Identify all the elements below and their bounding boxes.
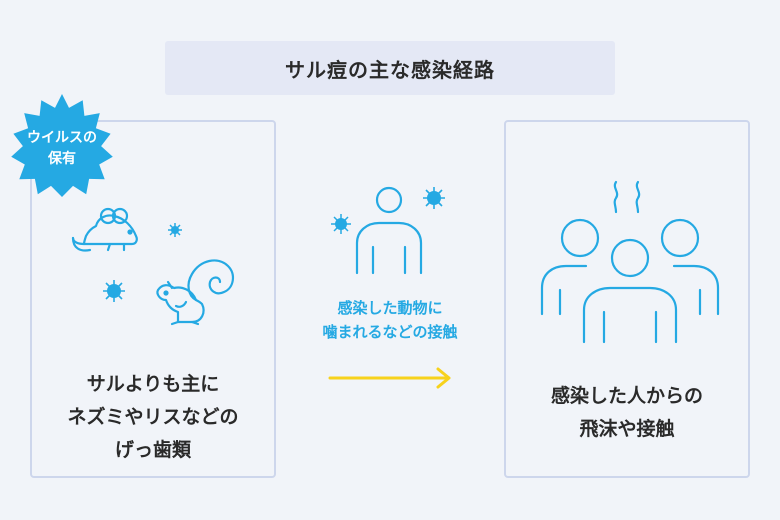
page-title: サル痘の主な感染経路 (165, 41, 615, 95)
steam-icon (613, 180, 641, 214)
human-source-line-2: 飛沫や接触 (579, 418, 675, 440)
squirrel-icon (156, 259, 234, 326)
group-icon (540, 218, 720, 344)
virus-icon (423, 187, 445, 209)
animal-source-text: サルよりも主に ネズミやリスなどの げっ歯類 (32, 368, 274, 467)
arrow-right-icon (328, 367, 451, 389)
virus-icon (103, 280, 125, 302)
badge-label: ウイルスの 保有 (8, 128, 116, 170)
virus-carrier-badge (11, 94, 113, 197)
mouse-icon (71, 207, 138, 252)
animal-source-line-1: サルよりも主に (86, 373, 220, 395)
animal-contact-text: 感染した動物に 噛まれるなどの接触 (300, 296, 480, 344)
badge-line-2: 保有 (48, 151, 76, 167)
person-icon (355, 186, 423, 275)
animal-contact-line-1: 感染した動物に (337, 299, 443, 317)
virus-icon (331, 214, 351, 234)
human-source-panel: 感染した人からの 飛沫や接触 (504, 120, 750, 478)
animal-source-line-2: ネズミやリスなどの (67, 406, 239, 428)
animal-contact-line-2: 噛まれるなどの接触 (322, 323, 458, 341)
human-source-line-1: 感染した人からの (550, 385, 703, 407)
badge-line-1: ウイルスの (27, 130, 97, 146)
virus-icon (168, 223, 182, 237)
animal-source-line-3: げっ歯類 (114, 439, 191, 461)
human-source-text: 感染した人からの 飛沫や接触 (506, 380, 748, 446)
